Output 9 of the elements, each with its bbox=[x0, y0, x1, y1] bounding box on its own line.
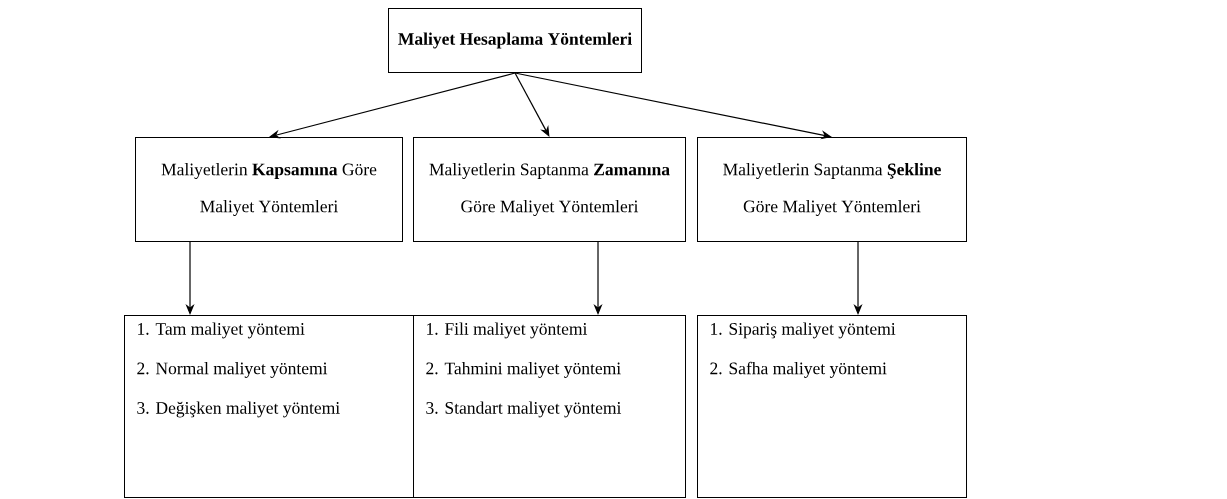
method-list-box: 1. Tam maliyet yöntemi 2. Normal maliyet yöntemi 3. Değişken maliyet yöntemi bbox=[124, 315, 414, 498]
method-list-box: 1. Sipariş maliyet yöntemi 2. Safha maliyet yöntemi bbox=[697, 315, 967, 498]
title-box: Maliyet Hesaplama Yöntemleri bbox=[388, 8, 642, 73]
arrow bbox=[514, 72, 550, 137]
category-box: Maliyetlerin Saptanma Zamanına Göre Maliyet Yöntemleri bbox=[413, 137, 686, 242]
arrow bbox=[269, 72, 516, 139]
category-box: Maliyetlerin Kapsamına Göre Maliyet Yöntemleri bbox=[135, 137, 403, 242]
category-box: Maliyetlerin Saptanma Şekline Göre Maliyet Yöntemleri bbox=[697, 137, 967, 242]
method-list-box: 1. Fili maliyet yöntemi 2. Tahmini maliyet yöntemi 3. Standart maliyet yöntemi bbox=[413, 315, 686, 498]
